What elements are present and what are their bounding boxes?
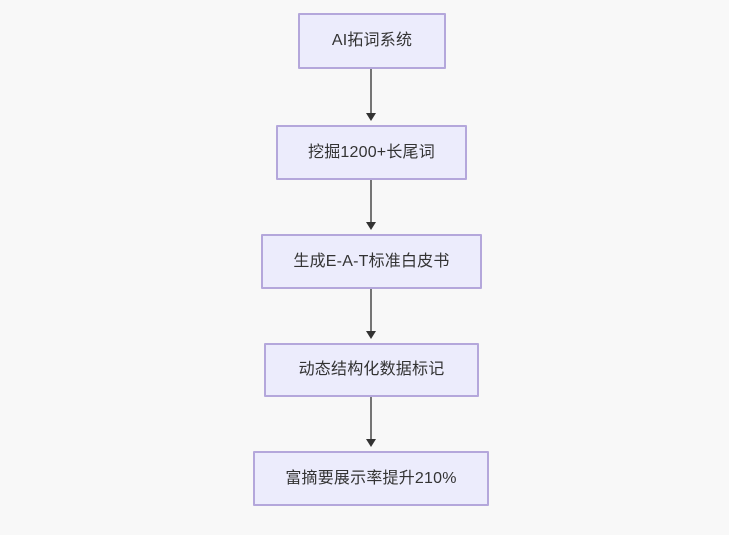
flow-node-ai-keyword-system[interactable]: AI拓词系统 [298, 13, 446, 69]
arrowhead-n2-n3 [366, 222, 376, 230]
flow-node-label: 动态结构化数据标记 [298, 361, 445, 379]
edge-n3-n4 [370, 289, 372, 335]
arrowhead-n1-n2 [366, 113, 376, 121]
edge-n2-n3 [370, 180, 372, 226]
flow-node-dynamic-structured-data-markup[interactable]: 动态结构化数据标记 [264, 343, 479, 397]
flow-node-rich-snippet-impression-lift[interactable]: 富摘要展示率提升210% [253, 451, 489, 506]
flow-node-mine-longtail-keywords[interactable]: 挖掘1200+长尾词 [276, 125, 467, 180]
flow-node-label: AI拓词系统 [331, 32, 413, 50]
flow-node-label: 生成E-A-T标准白皮书 [293, 252, 450, 270]
flow-node-label: 富摘要展示率提升210% [285, 469, 457, 487]
flow-node-generate-eat-whitepaper[interactable]: 生成E-A-T标准白皮书 [261, 234, 482, 289]
arrowhead-n3-n4 [366, 331, 376, 339]
arrowhead-n4-n5 [366, 439, 376, 447]
flow-node-label: 挖掘1200+长尾词 [308, 143, 435, 161]
edge-n4-n5 [370, 397, 372, 443]
edge-n1-n2 [370, 69, 372, 117]
